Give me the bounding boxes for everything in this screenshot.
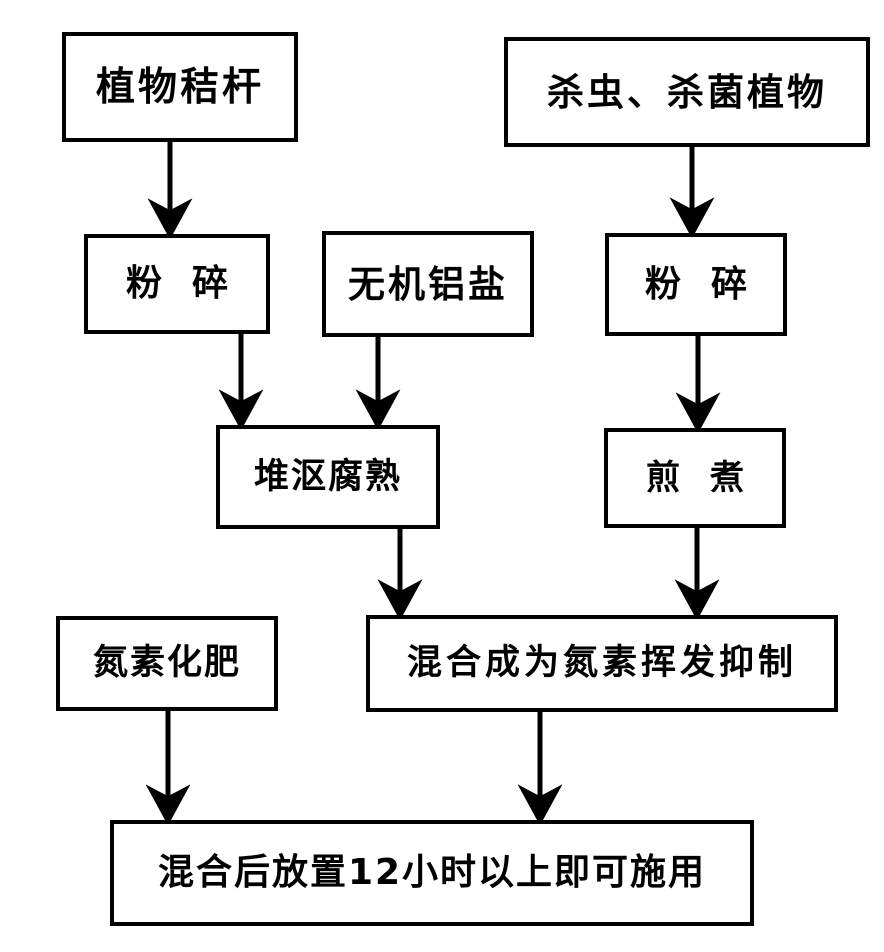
node-crush-straw[interactable]: 粉碎 — [84, 234, 270, 334]
node-label: 粉碎 — [644, 263, 777, 305]
node-insecticidal-bactericidal-plants[interactable]: 杀虫、杀菌植物 — [504, 37, 870, 147]
node-label: 煎煮 — [646, 458, 774, 498]
node-label: 堆沤腐熟 — [253, 456, 402, 497]
node-inorganic-aluminum-salt[interactable]: 无机铝盐 — [322, 231, 534, 337]
node-label: 粉碎 — [125, 263, 258, 304]
node-nitrogen-fertilizer[interactable]: 氮素化肥 — [56, 616, 278, 711]
node-label: 无机铝盐 — [348, 262, 508, 306]
node-compost-decompose[interactable]: 堆沤腐熟 — [216, 425, 440, 529]
node-decoct-boil[interactable]: 煎煮 — [604, 428, 786, 528]
node-plant-straw[interactable]: 植物秸杆 — [62, 32, 298, 142]
node-label: 氮素化肥 — [92, 643, 241, 683]
node-crush-plants[interactable]: 粉碎 — [605, 233, 787, 336]
node-nitrogen-volatilization-inhibitor[interactable]: 混合成为氮素挥发抑制 — [366, 615, 838, 712]
node-label: 混合成为氮素挥发抑制 — [406, 643, 797, 683]
node-label: 植物秸杆 — [95, 64, 264, 110]
node-final-application[interactable]: 混合后放置12小时以上即可施用 — [110, 820, 754, 926]
node-label: 杀虫、杀菌植物 — [547, 70, 827, 114]
node-label: 混合后放置12小时以上即可施用 — [157, 852, 707, 893]
